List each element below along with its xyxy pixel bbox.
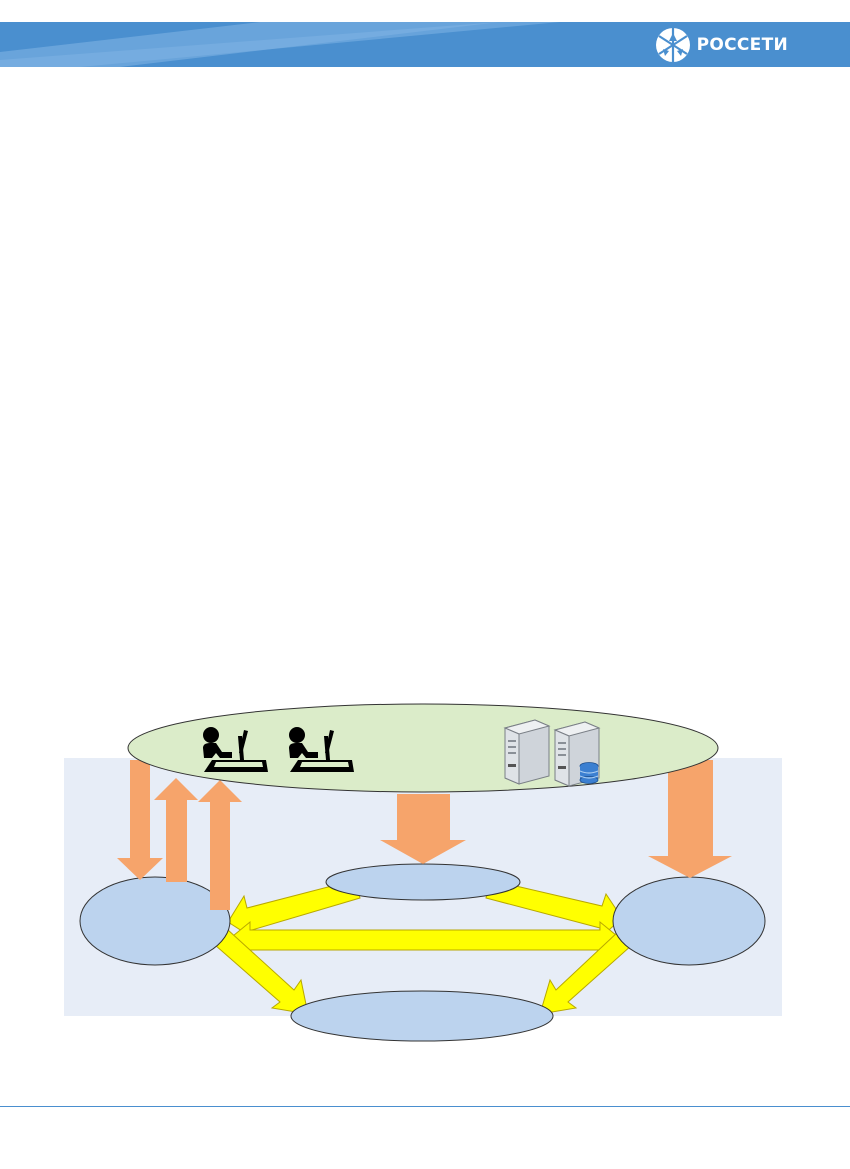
left-node [79, 876, 231, 966]
arrow-center-to-right [485, 879, 623, 942]
brand-logo: РОССЕТИ [655, 27, 788, 63]
operator-workstation-icon [289, 727, 354, 772]
header-stripe [0, 22, 850, 67]
arrow-top-to-left-down [117, 760, 163, 880]
arrow-top-to-right-down [648, 760, 732, 878]
database-server-icon [553, 721, 601, 787]
arrow-left-to-top-up-2 [198, 780, 242, 910]
footer-rule [0, 1106, 850, 1107]
bottom-node [290, 990, 554, 1042]
brand-name: РОССЕТИ [696, 35, 788, 55]
yellow-arrows [214, 879, 633, 1015]
arrow-top-to-center-down [380, 794, 466, 864]
arrow-left-to-bottom [214, 929, 309, 1015]
right-node [612, 876, 766, 966]
arrow-left-to-top-up-1 [154, 778, 198, 882]
header-band [0, 22, 850, 67]
arrow-right-to-bottom [539, 929, 633, 1015]
rosseti-logo-icon [655, 28, 690, 62]
center-node [325, 863, 521, 901]
orange-arrows [117, 760, 732, 910]
operator-workstation-icon [203, 727, 268, 772]
server-icon [503, 719, 551, 785]
